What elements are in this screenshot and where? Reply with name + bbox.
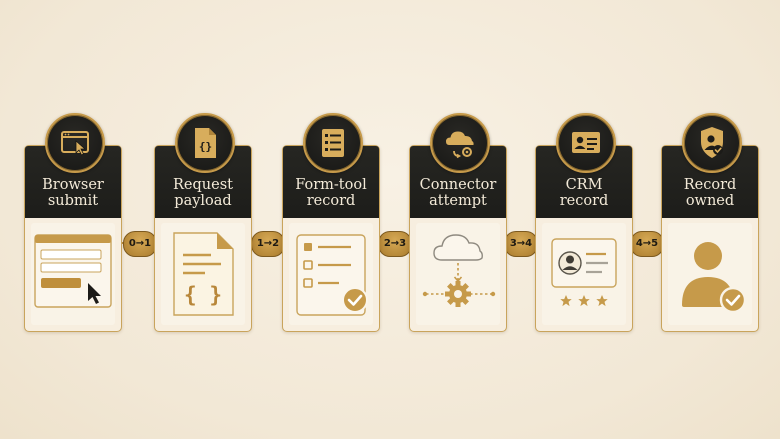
cloud-gear-illustration (416, 223, 500, 325)
checklist-illustration (289, 223, 373, 325)
profile-card-illustration (542, 223, 626, 325)
list-document-icon (303, 113, 363, 173)
transition-badge: 0→1 (123, 231, 157, 257)
document-illustration: { } (161, 223, 245, 325)
step-card-browser-submit: Browser submit (24, 113, 122, 332)
web-form-illustration (31, 223, 115, 325)
step-title: Request payload (173, 177, 233, 209)
step-card-request-payload: {} Request payload { } (154, 113, 252, 332)
contact-card-icon (556, 113, 616, 173)
browser-window-cursor-icon (45, 113, 105, 173)
step-title: Record owned (683, 177, 737, 209)
step-title: Form-tool record (295, 177, 367, 209)
step-card-crm-record: CRM record (535, 113, 633, 332)
svg-text:{}: {} (199, 140, 212, 153)
transition-badge: 1→2 (251, 231, 285, 257)
cloud-sync-icon (430, 113, 490, 173)
svg-text:{ }: { } (184, 283, 222, 307)
shield-user-icon (682, 113, 742, 173)
transition-badge: 2→3 (378, 231, 412, 257)
json-document-icon: {} (175, 113, 235, 173)
transition-badge: 4→5 (630, 231, 664, 257)
step-card-form-tool-record: Form-tool record (282, 113, 380, 332)
step-card-record-owned: Record owned (661, 113, 759, 332)
step-title: Connector attempt (419, 177, 497, 209)
step-title: CRM record (559, 177, 609, 209)
step-card-connector-attempt: Connector attempt (409, 113, 507, 332)
user-check-illustration (668, 223, 752, 325)
transition-badge: 3→4 (504, 231, 538, 257)
step-title: Browser submit (42, 177, 104, 209)
